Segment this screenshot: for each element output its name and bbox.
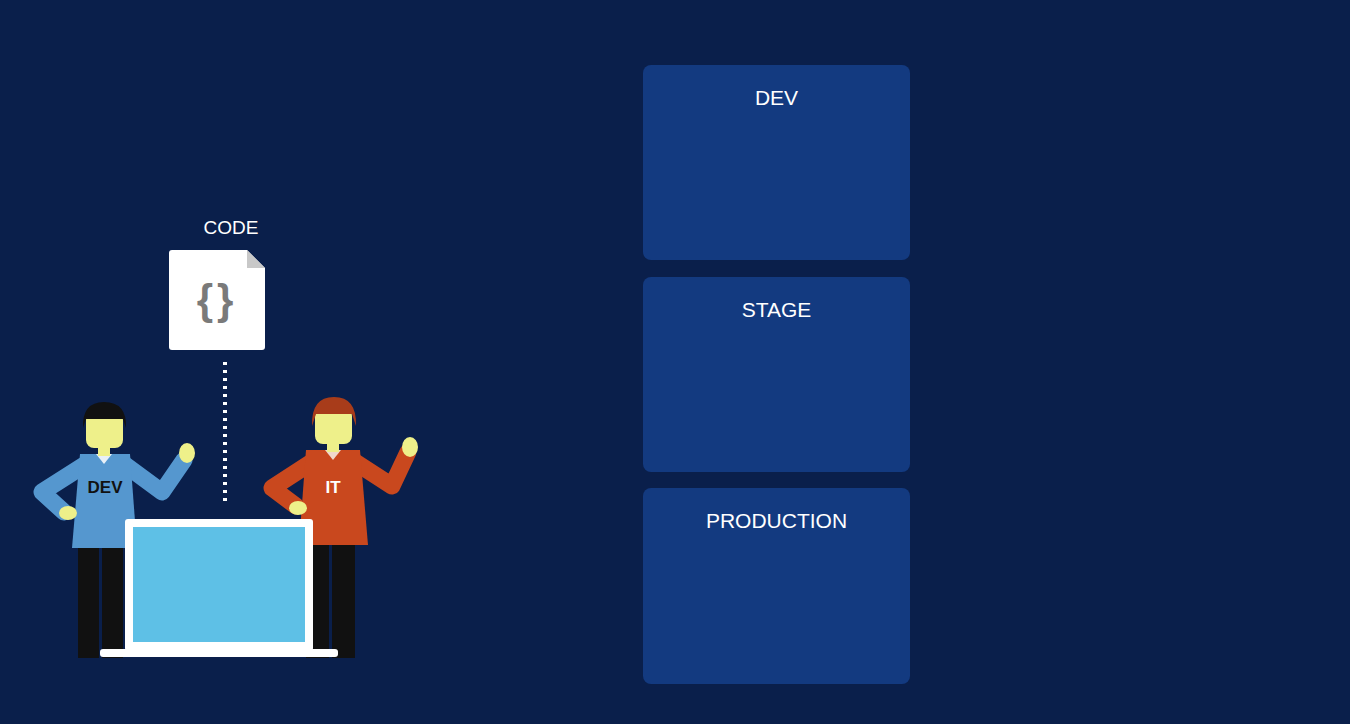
environment-box: DEV (643, 65, 910, 260)
environment-title: PRODUCTION (655, 508, 898, 534)
environment-title: DEV (655, 85, 898, 111)
shirt-label: IT (316, 477, 350, 499)
hand (59, 506, 77, 520)
laptop-base (100, 649, 338, 657)
document-fold (247, 250, 265, 268)
document-page (169, 250, 265, 350)
document-heading: CODE (156, 215, 306, 241)
laptop-screen-frame (125, 519, 313, 651)
arm (355, 452, 408, 486)
dotted-leader (223, 362, 227, 505)
hair (83, 402, 126, 428)
laptop-screen (133, 527, 305, 642)
hand (179, 443, 195, 463)
laptop (100, 519, 338, 657)
document-icon: {} (169, 250, 265, 350)
hand (402, 437, 418, 457)
environment-box: PRODUCTION (643, 488, 910, 684)
environment-title: STAGE (655, 297, 898, 323)
leg (78, 540, 99, 658)
hair (312, 397, 356, 426)
hand (289, 501, 307, 515)
code-document: CODE {} (156, 215, 306, 350)
code-braces: {} (169, 250, 265, 350)
shirt-label: DEV (79, 477, 131, 499)
arm (124, 460, 184, 492)
leg (332, 538, 355, 658)
environment-box: STAGE (643, 277, 910, 472)
leg (102, 540, 123, 658)
